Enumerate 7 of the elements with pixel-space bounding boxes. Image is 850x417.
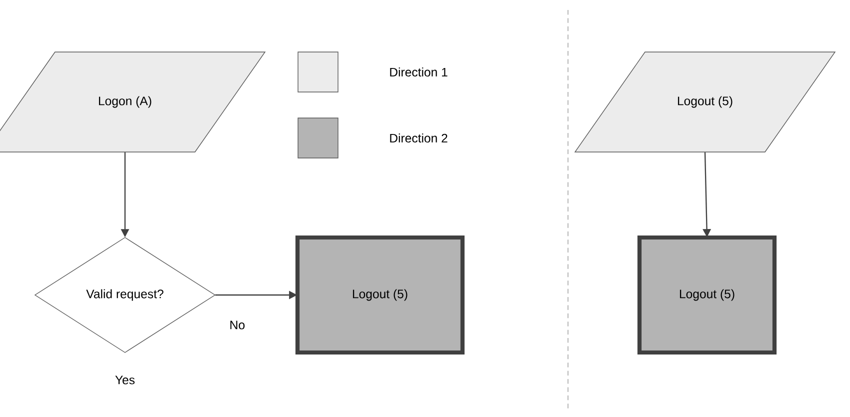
label: Yes bbox=[115, 376, 135, 384]
process-box: Logout (5) bbox=[637, 235, 777, 355]
input-parallelogram: Logon (A) bbox=[0, 52, 266, 152]
legend-label: Direction 1 bbox=[390, 67, 448, 77]
process-box: Logout (5) bbox=[295, 235, 465, 355]
legend-label: Direction 2 bbox=[390, 134, 448, 143]
edge-label: No bbox=[230, 320, 245, 330]
